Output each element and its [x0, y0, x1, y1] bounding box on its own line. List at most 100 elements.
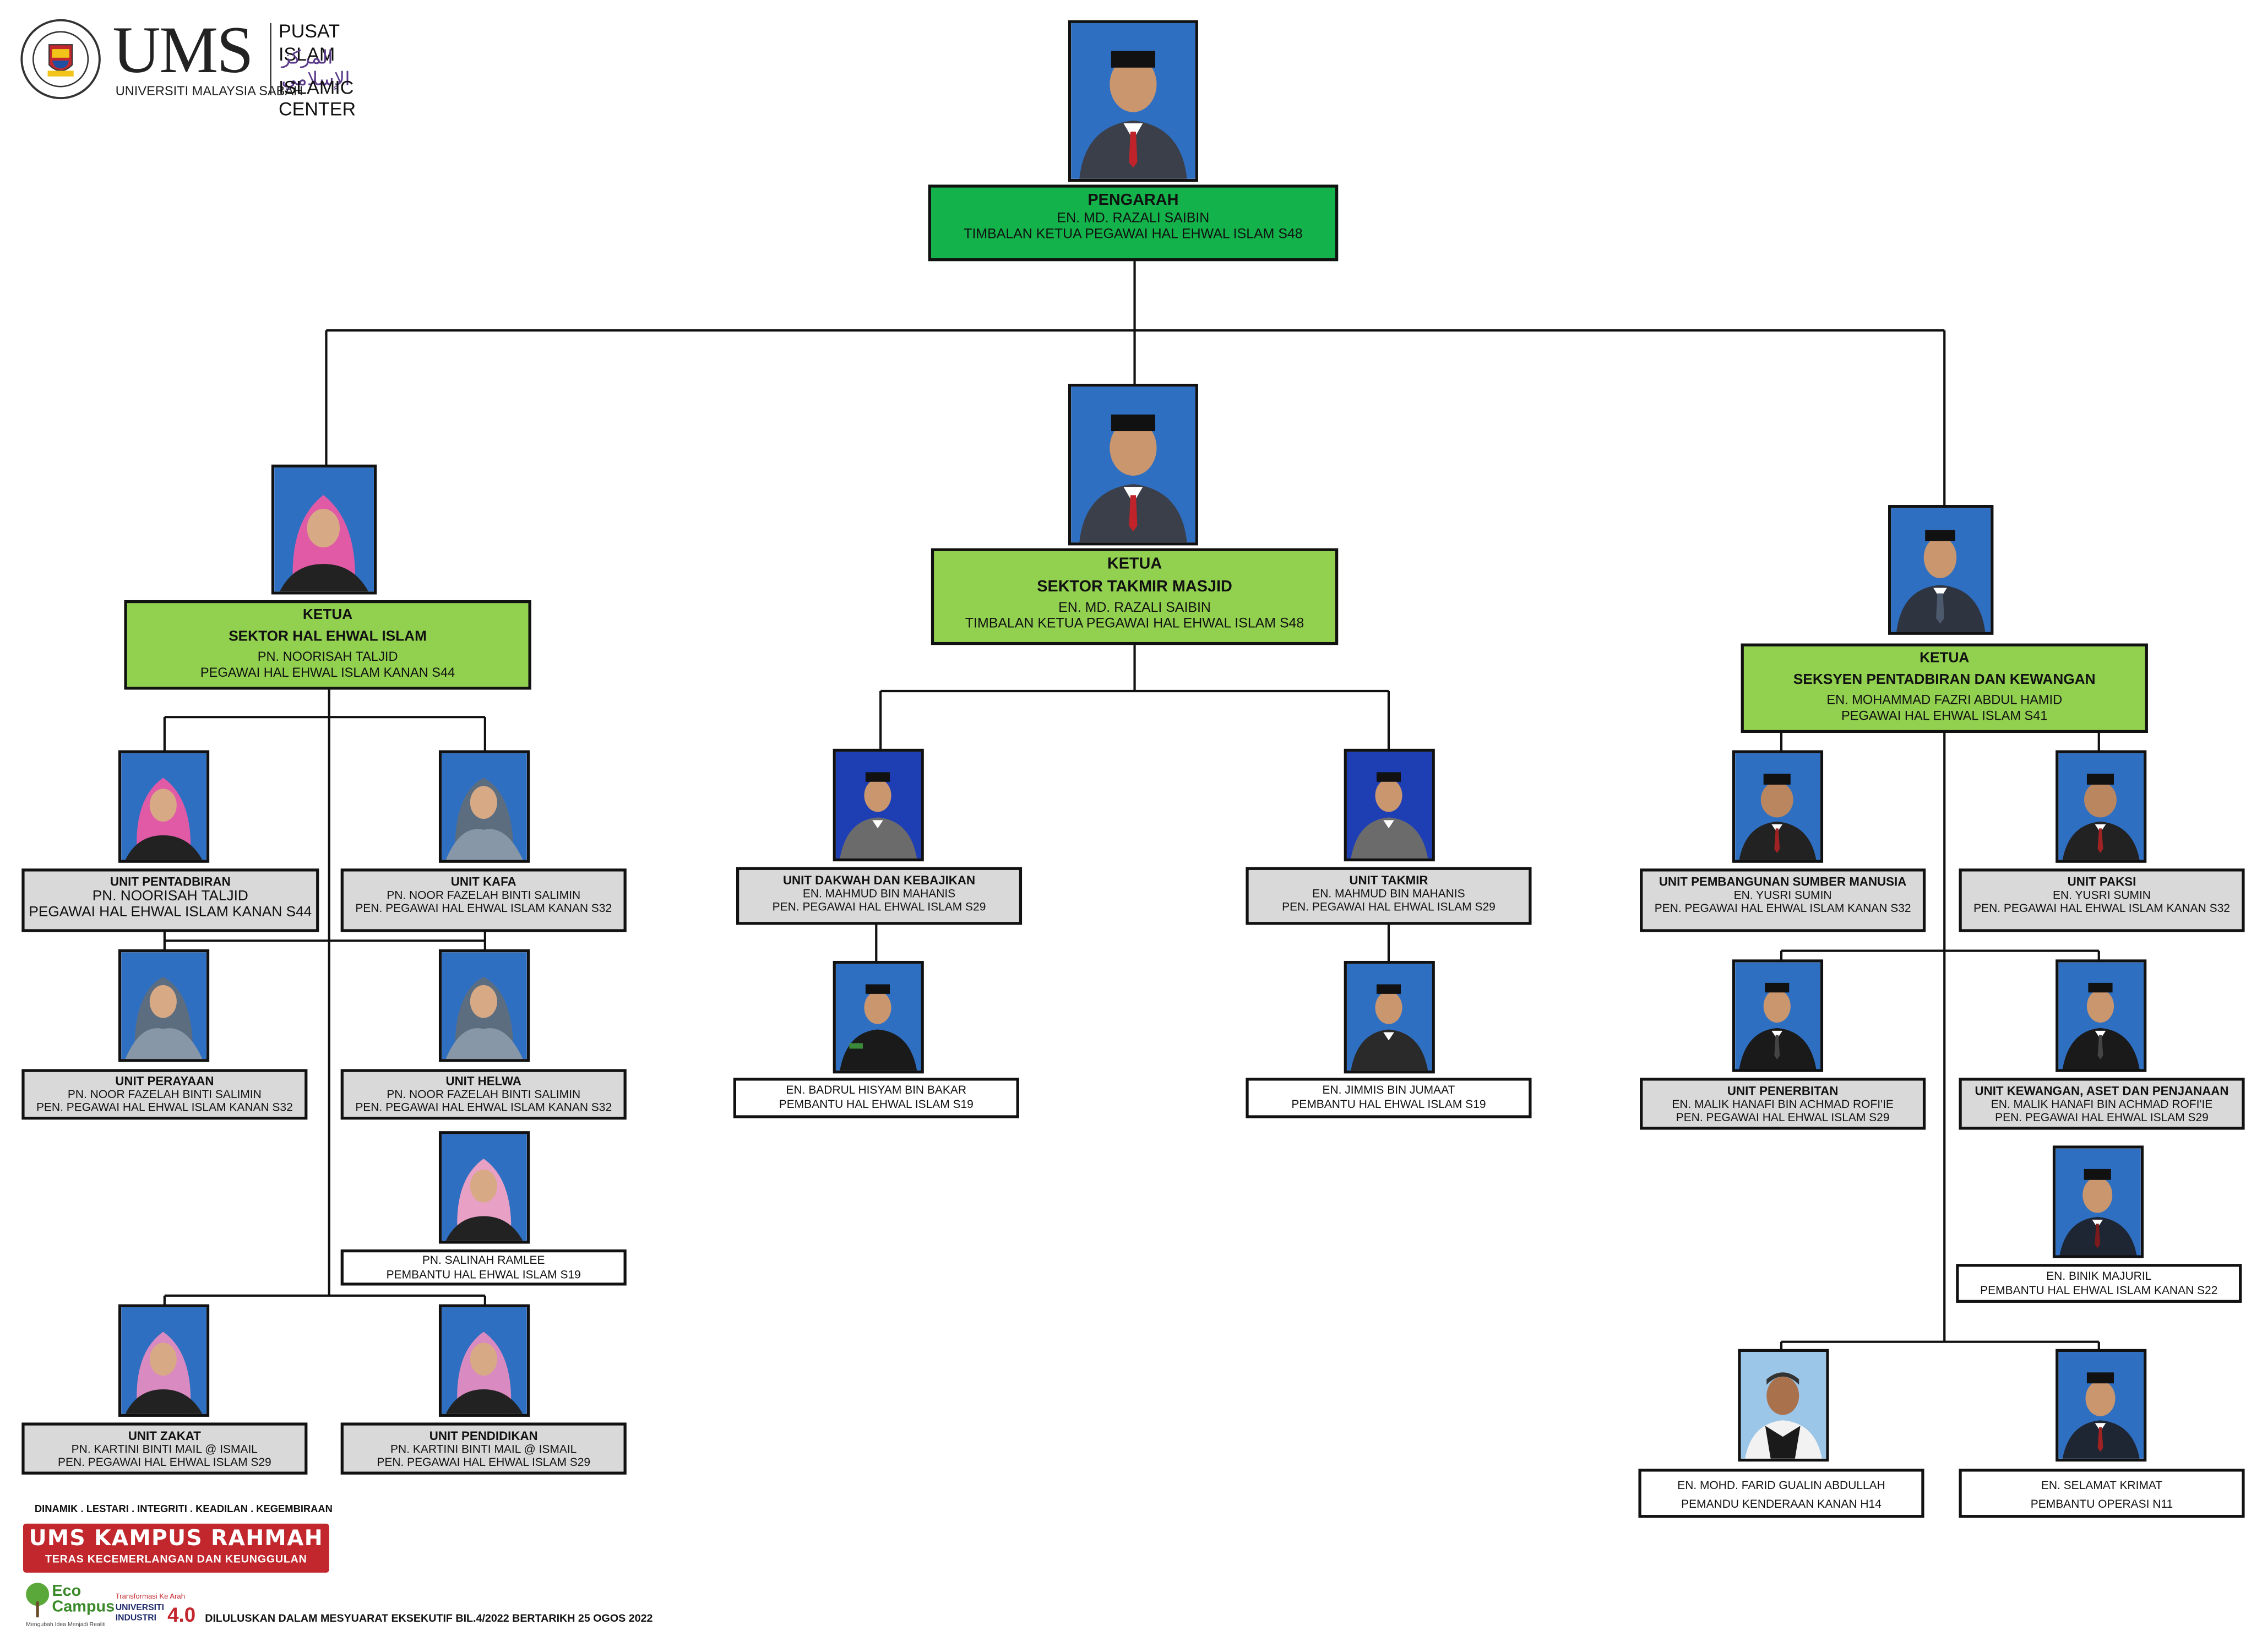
kampus-rahmah-banner: UMS KAMPUS RAHMAH TERAS KECEMERLANGAN DA… [23, 1523, 329, 1573]
role-label: KETUA [1920, 650, 1970, 667]
unit-label: UNIT KAFA [450, 874, 516, 889]
person-name: EN. BINIK MAJURIL [2046, 1269, 2152, 1283]
unit-label: UNIT HELWA [445, 1073, 521, 1088]
center-name-arabic: المركز الإسلامي [281, 47, 350, 91]
photo-unit-dakwah [833, 748, 924, 862]
portrait-icon [121, 952, 206, 1059]
unit-label: UNIT KEWANGAN, ASET DAN PENJANAAN [1975, 1083, 2229, 1098]
portrait-icon [442, 753, 527, 860]
portrait-icon [2058, 1352, 2144, 1459]
tree-icon [26, 1583, 50, 1618]
box-badrul: EN. BADRUL HISYAM BIN BAKAR PEMBANTU HAL… [733, 1078, 1019, 1118]
person-title: PEGAWAI HAL EHWAL ISLAM KANAN S44 [29, 904, 312, 921]
person-title: PEN. PEGAWAI HAL EHWAL ISLAM S29 [1995, 1111, 2209, 1124]
person-name: PN. NOORISAH TALJID [257, 649, 398, 664]
person-title: TIMBALAN KETUA PEGAWAI HAL EHWAL ISLAM S… [965, 616, 1304, 632]
industry-universiti: UNIVERSITI [115, 1604, 164, 1613]
person-name: EN. MAHMUD BIN MAHANIS [802, 887, 956, 900]
box-unit-paksi: UNIT PAKSI EN. YUSRI SUMIN PEN. PEGAWAI … [1959, 868, 2245, 932]
industry-industri: INDUSTRI [115, 1614, 157, 1623]
box-binik: EN. BINIK MAJURIL PEMBANTU HAL EHWAL ISL… [1956, 1264, 2242, 1303]
photo-unit-kafa [438, 750, 530, 863]
person-name: PN. NOOR FAZELAH BINTI SALIMIN [387, 888, 581, 902]
photo-binik [2052, 1145, 2144, 1258]
person-name: EN. MOHAMMAD FAZRI ABDUL HAMID [1826, 692, 2063, 707]
person-title: PEMANDU KENDERAAN KANAN H14 [1681, 1497, 1882, 1511]
person-name: PN. NOORISAH TALJID [92, 888, 248, 905]
unit-label: UNIT DAKWAH DAN KEBAJIKAN [782, 873, 976, 888]
photo-unit-zakat [118, 1304, 210, 1417]
footer-motto: DINAMIK . LESTARI . INTEGRITI . KEADILAN… [34, 1504, 333, 1515]
industry-tagline: Transformasi Ke Arah [115, 1593, 186, 1602]
role-label: KETUA [302, 607, 353, 623]
portrait-icon [1071, 23, 1195, 179]
person-name: EN. MALIK HANAFI BIN ACHMAD ROFI'IE [1672, 1097, 1894, 1111]
photo-unit-pendidikan [438, 1304, 530, 1417]
box-jimmis: EN. JIMMIS BIN JUMAAT PEMBANTU HAL EHWAL… [1246, 1078, 1532, 1118]
person-title: PEN. PEGAWAI HAL EHWAL ISLAM KANAN S32 [355, 1101, 612, 1114]
person-name: EN. MOHD. FARID GUALIN ABDULLAH [1677, 1479, 1885, 1492]
unit-label: UNIT ZAKAT [128, 1428, 201, 1443]
person-name: PN. KARTINI BINTI MAIL @ ISMAIL [390, 1443, 577, 1456]
box-unit-pentadbiran: UNIT PENTADBIRAN PN. NOORISAH TALJID PEG… [21, 868, 319, 932]
portrait-icon [1735, 753, 1820, 860]
portrait-icon [274, 467, 374, 592]
person-name: EN. MAHMUD BIN MAHANIS [1312, 887, 1465, 900]
person-name: EN. MALIK HANAFI BIN ACHMAD ROFI'IE [1991, 1097, 2213, 1111]
industry-logo: Transformasi Ke Arah UNIVERSITI INDUSTRI… [116, 1593, 199, 1633]
portrait-icon [442, 1134, 527, 1241]
unit-label: SEKSYEN PENTADBIRAN DAN KEWANGAN [1793, 672, 2096, 688]
box-pengarah: PENGARAH EN. MD. RAZALI SAIBIN TIMBALAN … [928, 184, 1339, 262]
box-unit-pendidikan: UNIT PENDIDIKAN PN. KARTINI BINTI MAIL @… [340, 1422, 627, 1475]
box-unit-takmir: UNIT TAKMIR EN. MAHMUD BIN MAHANIS PEN. … [1246, 867, 1532, 925]
portrait-icon [1735, 962, 1820, 1069]
person-title: PEGAWAI HAL EHWAL ISLAM S41 [1841, 708, 2048, 723]
logo-subtitle: UNIVERSITI MALAYSIA SABAH [115, 83, 303, 99]
university-crest-icon [20, 19, 101, 100]
portrait-icon [442, 1307, 527, 1414]
person-title: PEN. PEGAWAI HAL EHWAL ISLAM KANAN S32 [355, 901, 612, 915]
person-title: PEN. PEGAWAI HAL EHWAL ISLAM S29 [377, 1455, 591, 1469]
person-name: EN. YUSRI SUMIN [1733, 888, 1832, 902]
person-name: PN. NOOR FAZELAH BINTI SALIMIN [387, 1088, 581, 1101]
logo-text: UMS [112, 13, 253, 87]
person-title: PEMBANTU HAL EHWAL ISLAM KANAN S22 [1980, 1284, 2218, 1297]
person-name: PN. SALINAH RAMLEE [422, 1253, 545, 1267]
portrait-icon [2058, 962, 2144, 1069]
campus-label: Campus [52, 1599, 115, 1616]
person-name: EN. MD. RAZALI SAIBIN [1057, 210, 1210, 227]
person-name: EN. MD. RAZALI SAIBIN [1058, 600, 1211, 616]
photo-ketua-pentadbiran [1888, 505, 1994, 635]
photo-selamat [2056, 1349, 2147, 1462]
photo-unit-takmir [1344, 748, 1435, 862]
box-unit-kewangan: UNIT KEWANGAN, ASET DAN PENJANAAN EN. MA… [1959, 1078, 2245, 1130]
person-title: PEMBANTU HAL EHWAL ISLAM S19 [779, 1097, 974, 1111]
photo-unit-helwa [438, 949, 530, 1062]
unit-label: SEKTOR HAL EHWAL ISLAM [229, 629, 427, 645]
portrait-icon [835, 752, 921, 858]
box-unit-kafa: UNIT KAFA PN. NOOR FAZELAH BINTI SALIMIN… [340, 868, 627, 932]
person-title: PEN. PEGAWAI HAL EHWAL ISLAM S29 [1282, 900, 1496, 914]
person-name: EN. YUSRI SUMIN [2053, 888, 2151, 902]
portrait-icon [121, 753, 206, 860]
center-name-english: ISLAMIC CENTER [278, 76, 356, 120]
box-selamat: EN. SELAMAT KRIMAT PEMBANTU OPERASI N11 [1959, 1469, 2245, 1518]
portrait-icon [835, 964, 921, 1071]
photo-farid [1738, 1349, 1829, 1462]
header-divider [270, 23, 271, 95]
unit-label: UNIT PEMBANGUNAN SUMBER MANUSIA [1659, 874, 1907, 889]
portrait-icon [1346, 964, 1432, 1071]
photo-pengarah [1068, 20, 1198, 182]
photo-unit-kewangan [2056, 959, 2147, 1072]
portrait-icon [2058, 753, 2144, 860]
photo-unit-psm [1732, 750, 1824, 863]
person-title: PEMBANTU HAL EHWAL ISLAM S19 [386, 1268, 581, 1281]
industry-version: 4.0 [167, 1602, 196, 1626]
portrait-icon [1741, 1352, 1826, 1459]
person-title: PEN. PEGAWAI HAL EHWAL ISLAM KANAN S32 [1654, 901, 1911, 915]
person-name: PN. NOOR FAZELAH BINTI SALIMIN [67, 1088, 262, 1101]
person-name: EN. JIMMIS BIN JUMAAT [1322, 1083, 1455, 1097]
unit-label: UNIT PENERBITAN [1727, 1083, 1839, 1098]
center-name-malay: PUSAT ISLAM [278, 20, 340, 65]
unit-label: UNIT PENDIDIKAN [429, 1428, 538, 1443]
